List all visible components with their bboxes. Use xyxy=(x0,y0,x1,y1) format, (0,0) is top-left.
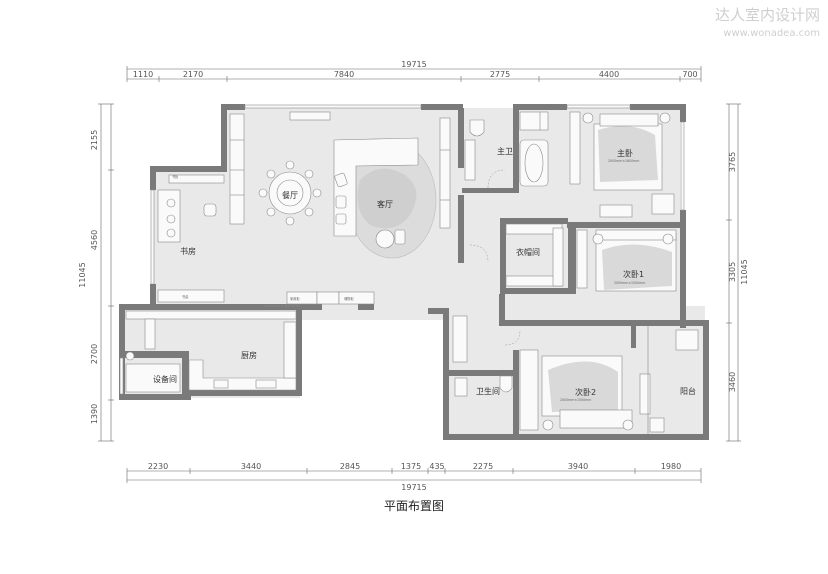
room-label-dining: 餐厅 xyxy=(282,191,298,200)
top-dimensions: 19715 1110 2170 7840 2775 4400 700 xyxy=(126,60,702,82)
watermark-url: www.wonadea.com xyxy=(723,28,820,39)
right-dimensions: 3765 3305 3460 11045 xyxy=(726,103,749,442)
bed2-size: 2000mm×1500mm xyxy=(560,398,591,402)
dim-bottom-6: 2275 xyxy=(473,462,493,471)
left-dimensions: 2155 4560 2700 1390 11045 xyxy=(78,103,114,442)
room-label-balcony: 阳台 xyxy=(680,386,696,396)
dim-right-1: 3765 xyxy=(728,152,737,172)
dim-top-1: 1110 xyxy=(133,70,153,79)
room-label-bathroom: 卫生间 xyxy=(476,386,500,396)
study-label-small-2: 书桌 xyxy=(182,294,189,299)
dim-right-total: 11045 xyxy=(740,259,749,284)
passage-label-1: 家政柜 xyxy=(290,296,300,301)
room-labels: 餐厅 客厅 书房 厨房 设备间 主卫 主卧 衣帽间 次卧1 次卧2 卫生间 阳台 xyxy=(153,146,696,397)
dim-top-6: 700 xyxy=(682,70,697,79)
master-bed-furniture: 2000mm×1800mm xyxy=(569,111,675,218)
dim-bottom-4: 1375 xyxy=(401,462,421,471)
dim-bottom-1: 2230 xyxy=(148,462,168,471)
dim-bottom-7: 3940 xyxy=(568,462,588,471)
dim-left-2: 4560 xyxy=(90,230,99,250)
cloakroom-furniture xyxy=(469,223,564,287)
bed1-furniture: 2000mm×1500mm xyxy=(576,229,677,292)
room-label-bed1: 次卧1 xyxy=(623,269,644,279)
dim-bottom-2: 3440 xyxy=(241,462,261,471)
room-label-living: 客厅 xyxy=(377,199,393,209)
watermark-text: 达人室内设计网 xyxy=(715,6,820,24)
room-label-study: 书房 xyxy=(180,246,196,256)
room-label-cloakroom: 衣帽间 xyxy=(516,247,540,257)
passage-label-2: 储物柜 xyxy=(344,296,354,301)
dim-top-2: 2170 xyxy=(183,70,203,79)
room-label-bed2: 次卧2 xyxy=(575,387,596,397)
study-furniture: 书柜 书桌 xyxy=(157,174,225,303)
study-label-small-1: 书柜 xyxy=(172,174,179,179)
dim-right-2: 3305 xyxy=(728,262,737,282)
dim-left-4: 1390 xyxy=(90,404,99,424)
master-bed-size: 2000mm×1800mm xyxy=(608,159,639,163)
walls xyxy=(119,104,709,440)
dim-left-1: 2155 xyxy=(90,130,99,150)
dim-left-total: 11045 xyxy=(78,262,87,287)
dining-living-furniture: 家政柜 储物柜 xyxy=(229,111,451,307)
bed1-size: 2000mm×1500mm xyxy=(614,281,645,285)
room-label-master-bed: 主卧 xyxy=(617,148,633,158)
dim-top-4: 2775 xyxy=(490,70,510,79)
room-label-kitchen: 厨房 xyxy=(241,350,257,360)
plan-title: 平面布置图 xyxy=(384,499,444,513)
dim-bottom-8: 1980 xyxy=(661,462,681,471)
dim-bottom-5: 435 xyxy=(429,462,444,471)
dim-bottom-3: 2845 xyxy=(340,462,360,471)
dim-left-3: 2700 xyxy=(90,344,99,364)
dim-right-3: 3460 xyxy=(728,372,737,392)
windows xyxy=(119,104,685,395)
room-label-master-bath: 主卫 xyxy=(497,146,513,156)
bed2-furniture: 2000mm×1500mm xyxy=(519,349,651,431)
dim-top-3: 7840 xyxy=(334,70,354,79)
bottom-dimensions: 2230 3440 2845 1375 435 2275 3940 1980 1… xyxy=(126,462,702,492)
room-label-equipment: 设备间 xyxy=(153,374,177,384)
balcony-furniture xyxy=(647,326,699,434)
kitchen-furniture xyxy=(125,310,297,393)
dim-bottom-total: 19715 xyxy=(401,483,426,492)
master-bath-fixtures xyxy=(464,111,549,189)
bathroom-fixtures xyxy=(452,315,521,397)
dim-top-5: 4400 xyxy=(599,70,619,79)
dim-top-total: 19715 xyxy=(401,60,426,69)
